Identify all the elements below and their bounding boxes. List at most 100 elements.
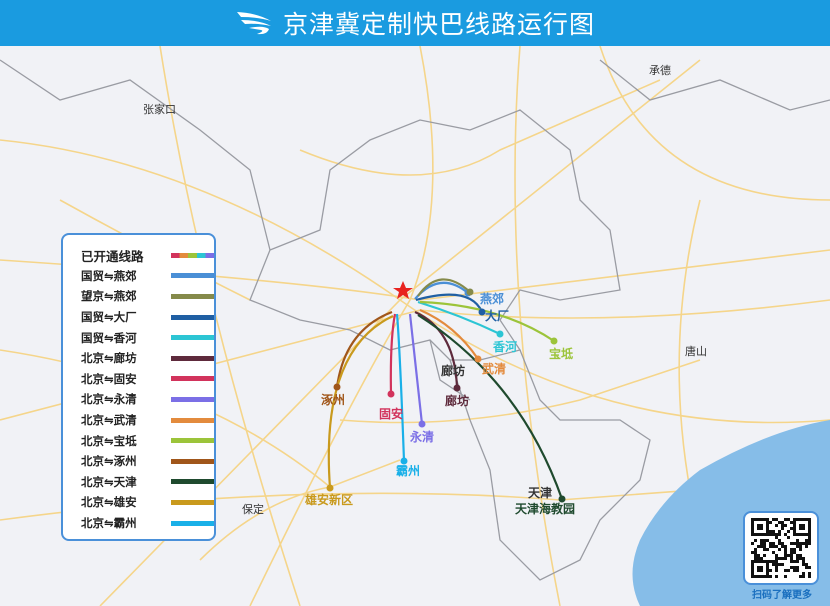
page-title: 京津冀定制快巴线路运行图 <box>282 10 595 39</box>
legend-item: 望京⇋燕郊 <box>81 286 214 307</box>
city-label: 保定 <box>242 503 264 516</box>
route-line[interactable] <box>414 310 459 389</box>
route-endpoint[interactable] <box>453 384 461 392</box>
legend-item: 北京⇋霸州 <box>81 513 214 534</box>
legend-item-label: 北京⇋武清 <box>81 413 137 428</box>
legend: 已开通线路 国贸⇋燕郊望京⇋燕郊国贸⇋大厂国贸⇋香河北京⇋廊坊北京⇋固安北京⇋永… <box>61 233 216 541</box>
road <box>299 79 661 176</box>
route-endpoint[interactable] <box>478 308 486 316</box>
destination-label: 涿州 <box>321 393 346 407</box>
legend-item-label: 北京⇋涿州 <box>81 454 137 469</box>
route-endpoint[interactable] <box>496 330 504 338</box>
legend-color-swatch <box>171 376 214 382</box>
destination-label: 燕郊 <box>480 292 505 306</box>
legend-color-swatch <box>171 520 214 526</box>
legend-item: 北京⇋永清 <box>81 389 214 410</box>
destination-label: 雄安新区 <box>305 493 354 507</box>
legend-item-label: 北京⇋天津 <box>81 474 137 489</box>
legend-color-swatch <box>171 458 214 464</box>
legend-color-swatch <box>171 438 214 444</box>
city-label: 张家口 <box>143 103 176 116</box>
route-endpoint[interactable] <box>326 484 334 492</box>
legend-color-swatch <box>171 273 214 279</box>
city-label: 廊坊 <box>441 364 466 378</box>
route-line[interactable] <box>335 310 393 388</box>
destination-label: 香河 <box>493 340 518 354</box>
legend-color-swatch <box>171 499 214 505</box>
legend-heading: 已开通线路 <box>81 245 214 266</box>
city-label: 唐山 <box>685 345 707 358</box>
destination-label: 固安 <box>379 407 404 421</box>
route-endpoint[interactable] <box>558 495 566 503</box>
wing-logo-icon <box>236 12 271 35</box>
route-line[interactable] <box>415 293 484 313</box>
legend-item: 北京⇋宝坻 <box>81 430 214 451</box>
route-lines <box>327 278 564 500</box>
legend-item: 北京⇋雄安 <box>81 492 214 513</box>
destination-label: 宝坻 <box>549 347 574 361</box>
beijing-star-icon <box>393 281 413 299</box>
legend-color-swatch <box>171 417 214 423</box>
road <box>514 46 561 606</box>
legend-color-swatch <box>171 355 214 361</box>
route-endpoint[interactable] <box>387 390 395 398</box>
legend-color-swatch <box>171 293 214 299</box>
route-line[interactable] <box>419 308 479 360</box>
destination-label: 霸州 <box>396 464 421 478</box>
road <box>249 46 434 606</box>
legend-item-label: 北京⇋霸州 <box>81 516 137 531</box>
legend-color-swatch <box>171 314 214 320</box>
route-line[interactable] <box>395 313 406 462</box>
road <box>599 46 830 201</box>
legend-item: 北京⇋涿州 <box>81 451 214 472</box>
legend-item: 北京⇋天津 <box>81 472 214 493</box>
legend-item: 北京⇋武清 <box>81 410 214 431</box>
route-endpoint[interactable] <box>466 288 474 296</box>
legend-rainbow-bar <box>171 252 214 258</box>
legend-item-label: 国贸⇋香河 <box>81 330 137 345</box>
legend-item-label: 北京⇋廊坊 <box>81 351 137 366</box>
destination-label: 永清 <box>410 430 435 444</box>
legend-item-label: 望京⇋燕郊 <box>81 289 137 304</box>
route-endpoint[interactable] <box>418 420 426 428</box>
legend-color-swatch <box>171 335 214 341</box>
legend-heading-label: 已开通线路 <box>81 248 144 264</box>
route-line[interactable] <box>417 278 471 297</box>
route-line[interactable] <box>327 315 394 489</box>
province-borders <box>0 59 830 581</box>
legend-item: 北京⇋廊坊 <box>81 348 214 369</box>
header: 京津冀定制快巴线路运行图 <box>0 0 830 46</box>
legend-item: 国贸⇋香河 <box>81 327 214 348</box>
qr-caption: 扫码了解更多 <box>752 590 812 601</box>
legend-item: 国贸⇋燕郊 <box>81 266 214 287</box>
route-endpoint[interactable] <box>550 337 558 345</box>
qr-code-image <box>751 518 811 578</box>
legend-color-swatch <box>171 479 214 485</box>
legend-item-label: 国贸⇋燕郊 <box>81 268 137 283</box>
legend-item: 北京⇋固安 <box>81 369 214 390</box>
legend-item-label: 北京⇋雄安 <box>81 495 137 510</box>
qr-code[interactable] <box>743 511 819 585</box>
destination-label: 武清 <box>482 362 507 376</box>
destination-label: 大厂 <box>485 309 510 323</box>
legend-item-label: 国贸⇋大厂 <box>81 310 137 325</box>
road <box>199 459 401 561</box>
road <box>339 359 701 424</box>
destination-label: 天津海教园 <box>515 502 576 516</box>
route-endpoint[interactable] <box>400 457 408 465</box>
legend-item: 国贸⇋大厂 <box>81 307 214 328</box>
city-label: 承德 <box>649 64 671 77</box>
city-label: 天津 <box>528 486 553 500</box>
route-line[interactable] <box>408 313 424 425</box>
route-line[interactable] <box>417 300 501 335</box>
route-line[interactable] <box>417 314 564 500</box>
legend-item-label: 北京⇋宝坻 <box>81 433 137 448</box>
route-line[interactable] <box>389 313 397 395</box>
route-endpoint[interactable] <box>474 355 482 363</box>
destination-label: 廊坊 <box>445 394 470 408</box>
route-endpoint[interactable] <box>333 383 341 391</box>
road <box>0 299 830 421</box>
route-line[interactable] <box>419 300 555 342</box>
legend-color-swatch <box>171 396 214 402</box>
legend-item-label: 北京⇋固安 <box>81 371 137 386</box>
